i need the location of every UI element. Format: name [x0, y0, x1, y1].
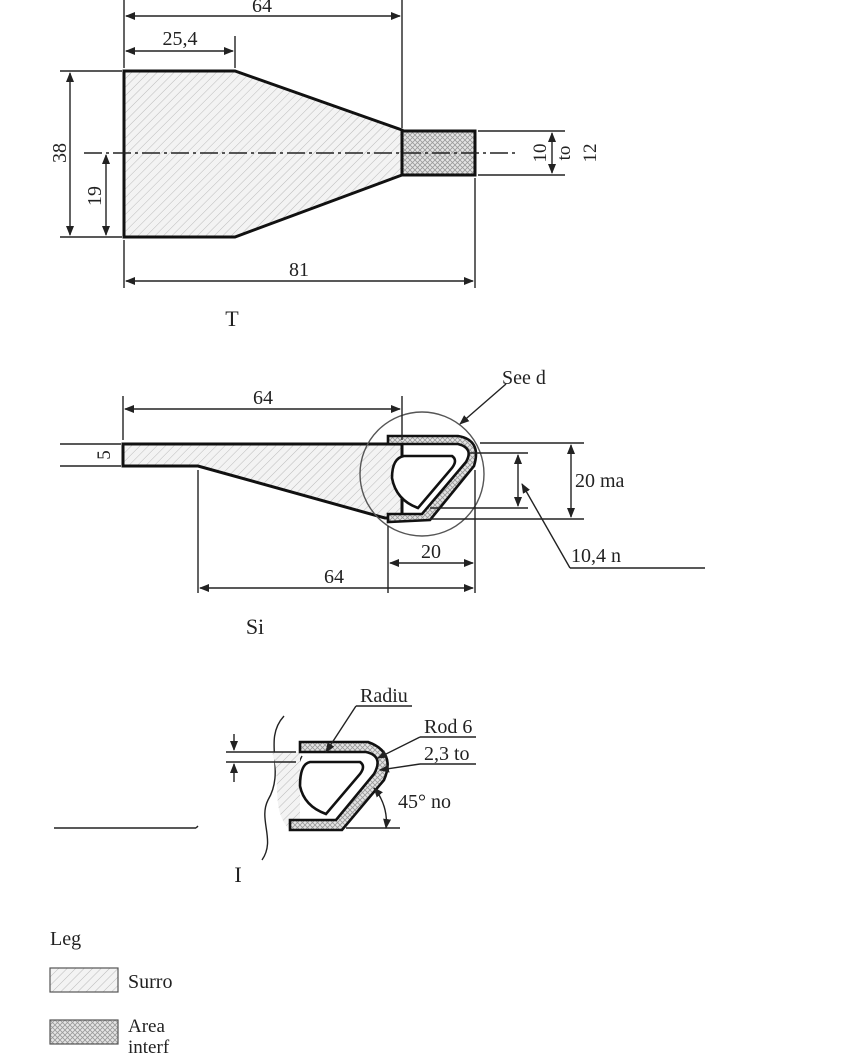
- rod-label: Rod 6: [424, 716, 472, 738]
- side-dim-5-label: 5: [94, 450, 115, 460]
- legend-item-area-line1: Area: [128, 1016, 165, 1037]
- side-dim-20max-label: 20 ma: [575, 470, 625, 492]
- side-view-grip-loop: [386, 434, 478, 524]
- top-view-specimen-body: [122, 69, 404, 239]
- legend-title: Leg: [50, 928, 81, 950]
- detail-body-section: [272, 752, 300, 830]
- detail-break-line-left: [261, 715, 285, 861]
- see-detail-label: See d: [502, 367, 546, 389]
- top-view-caption: T: [225, 306, 239, 331]
- side-dim-10-4-label: 10,4 n: [571, 545, 621, 567]
- dim-10-label: 10: [530, 144, 551, 163]
- side-dim-64-top-label: 64: [253, 387, 273, 409]
- side-dim-20-label: 20: [421, 541, 441, 563]
- dim-38-label: 38: [49, 143, 71, 163]
- detail-caption: I: [234, 862, 241, 887]
- dim-25-4-label: 25,4: [163, 28, 198, 50]
- legend: Leg Surro Area interf: [49, 928, 172, 1058]
- thickness-label: 2,3 to: [424, 743, 470, 765]
- detail-inner-void: [298, 760, 365, 816]
- detail-circle: [359, 411, 485, 537]
- angle-label: 45° no: [398, 791, 451, 813]
- thickness-leader: [379, 763, 421, 773]
- legend-item-surround: Surro: [128, 971, 172, 993]
- detail-view: Radiu Rod 6 2,3 to 45° no I: [54, 685, 476, 887]
- radius-label: Radiu: [360, 685, 408, 707]
- dim-81-label: 81: [289, 259, 309, 281]
- side-dim-64-bottom-label: 64: [324, 566, 344, 588]
- side-view: See d 64 5 20 ma 20 10,4 n 64 Si: [60, 367, 705, 639]
- see-detail-leader: [459, 383, 507, 425]
- legend-swatch-hatch: [49, 967, 119, 993]
- rod-leader: [377, 736, 421, 759]
- side-view-inner-void: [390, 454, 457, 510]
- radius-leader: [325, 705, 357, 753]
- legend-swatch-crosshatch: [49, 1019, 119, 1045]
- dim-12-label: 12: [580, 144, 601, 163]
- top-view: 64 25,4 38 19 10 to 12 81 T: [49, 0, 601, 331]
- legend-item-area-line2: interf: [128, 1037, 170, 1058]
- side-view-caption: Si: [246, 614, 264, 639]
- dim-to-label: to: [554, 146, 575, 161]
- dim-64-top-label: 64: [252, 0, 272, 17]
- angle-arc: [373, 787, 392, 829]
- dim-19-label: 19: [84, 186, 106, 206]
